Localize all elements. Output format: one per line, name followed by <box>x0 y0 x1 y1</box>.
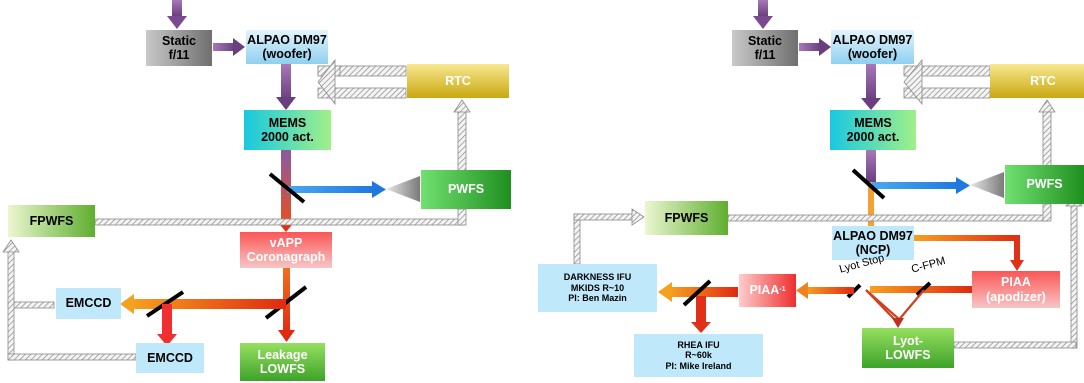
right-rtc-box: RTC <box>990 64 1084 98</box>
right-beamsplitter-2 <box>682 279 712 307</box>
right-mems-box: MEMS 2000 act. <box>830 110 916 150</box>
right-input-arrow <box>753 0 773 29</box>
right-mems-to-ncp-arrow <box>866 150 876 226</box>
right-lyot-lowfs-rays <box>865 289 925 324</box>
right-dm-to-mems-arrow <box>861 64 881 110</box>
left-input-arrow <box>167 0 187 29</box>
right-pwfs-box: PWFS <box>1005 165 1084 204</box>
right-darkness-ifu-box: DARKNESS IFU MKIDS R~10 PI: Ben Mazin <box>538 264 657 312</box>
right-lyot-lowfs-box: Lyot- LOWFS <box>862 328 954 368</box>
left-feedback-paths <box>2 58 471 361</box>
left-fpwfs-box: FPWFS <box>8 205 95 237</box>
right-ncp-to-piaa-arrow <box>914 235 1024 271</box>
left-to-emccd1-arrow <box>120 294 286 314</box>
right-lyot-lowfs-arrowhead <box>892 318 904 328</box>
right-lyot-to-piaainv-arrow <box>796 282 854 299</box>
right-to-darkness-arrow <box>658 282 738 302</box>
left-static-to-dm-arrow <box>213 38 245 56</box>
left-dm-to-mems-arrow <box>276 64 296 110</box>
left-alpao-dm97-box: ALPAO DM97 (woofer) <box>246 30 328 64</box>
left-emccd-box-2: EMCCD <box>136 343 204 373</box>
right-piaa-inverse-superscript: -1 <box>779 286 786 294</box>
right-beamsplitter-1 <box>851 168 886 200</box>
right-pwfs-cone <box>970 172 1004 198</box>
right-piaa-inverse-box: PIAA-1 <box>739 274 796 307</box>
left-leakage-lowfs-box: Leakage LOWFS <box>240 343 325 381</box>
right-fpwfs-box: FPWFS <box>645 201 728 235</box>
left-mems-box: MEMS 2000 act. <box>244 110 331 150</box>
right-rhea-ifu-box: RHEA IFU R~60k PI: Mike Ireland <box>634 334 763 377</box>
right-pwfs-blue-arrow <box>872 177 970 194</box>
right-piaa-apodizer-box: PIAA (apodizer) <box>972 271 1060 308</box>
right-static-to-dm-arrow <box>799 38 831 56</box>
right-static-box: Static f/11 <box>732 30 798 66</box>
left-emccd-box-1: EMCCD <box>56 288 121 319</box>
left-beamsplitter-1 <box>268 172 306 204</box>
right-to-rhea-arrow <box>691 296 711 333</box>
right-alpao-dm97-box: ALPAO DM97 (woofer) <box>831 30 914 64</box>
left-vapp-coronagraph-box: vAPP Coronagraph <box>240 232 332 268</box>
right-piaa-inverse-label: PIAA <box>749 283 780 298</box>
left-pwfs-blue-arrow <box>287 181 386 198</box>
left-pwfs-box: PWFS <box>421 170 511 209</box>
right-alpao-dm97-ncp-box: ALPAO DM97 (NCP) <box>832 226 914 260</box>
left-rtc-box: RTC <box>407 64 509 98</box>
left-pwfs-cone <box>386 176 420 202</box>
left-static-box: Static f/11 <box>146 30 212 66</box>
left-to-emccd2-arrow <box>157 304 177 346</box>
right-cfpm-mask <box>915 281 932 297</box>
